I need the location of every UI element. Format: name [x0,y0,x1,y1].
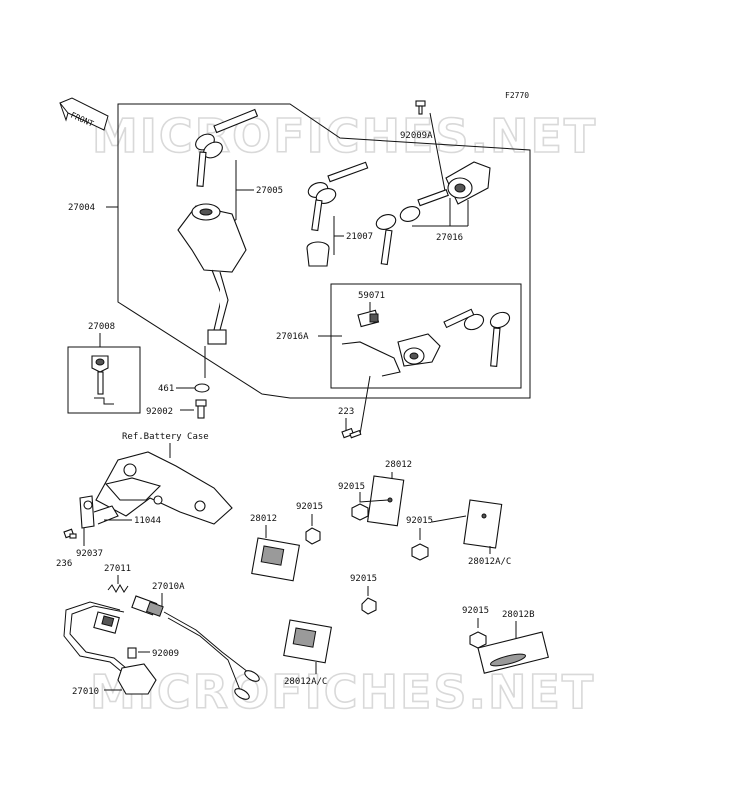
reflector-28012-top [366,475,405,527]
ref-battery-case-label: Ref.Battery Case [122,432,209,442]
nut-92015-top [351,503,369,521]
screw-92009A [415,100,426,115]
label-11044: 11044 [134,516,161,526]
label-92037: 92037 [76,549,103,559]
nut-92015-center [361,597,377,615]
screw-236 [63,528,77,539]
watermark-bottom: MICROFICHES.NET [90,665,595,719]
label-92015-top: 92015 [338,482,365,492]
clamp-11044 [79,495,119,529]
nut-92015-far [469,631,487,649]
blank-key-icon [91,355,114,405]
switch-27010 [63,601,157,695]
label-27016: 27016 [436,233,463,243]
key-pair-21007 [306,161,369,267]
reflector-28012AC-center [283,619,332,664]
lock-assembly-27016A [341,308,511,377]
label-92015-far: 92015 [462,606,489,616]
front-arrow-icon: FRONT [59,97,109,131]
seat-lock-27016 [375,161,491,266]
label-28012-top: 28012 [385,460,412,470]
label-27004: 27004 [68,203,95,213]
label-92009A: 92009A [400,131,433,141]
reflector-28012B [477,631,549,674]
nut-92015-left [305,527,321,545]
label-59071: 59071 [358,291,385,301]
label-21007: 21007 [346,232,373,242]
bolt-92002 [195,399,207,419]
label-461: 461 [158,384,174,394]
key-box-27008 [67,346,141,414]
spring-27011 [107,583,129,594]
battery-case-bracket [95,451,233,525]
diagram-code: F2770 [505,91,529,100]
label-27010: 27010 [72,687,99,697]
label-92002: 92002 [146,407,173,417]
label-92015-center: 92015 [350,574,377,584]
key-pair-27005 [195,108,259,187]
label-28012AC-right: 28012A/C [468,557,511,567]
label-27008: 27008 [88,322,115,332]
screw-223 [341,427,362,439]
ignition-switch [177,203,247,345]
label-27005: 27005 [256,186,283,196]
label-236: 236 [56,559,72,569]
label-28012B: 28012B [502,610,535,620]
switch-27010A [131,595,260,700]
reflector-28012AC-right [463,499,503,549]
watermark-top: MICROFICHES.NET [92,109,597,163]
label-27010A: 27010A [152,582,185,592]
label-92009: 92009 [152,649,179,659]
nut-92015-right [411,543,429,561]
label-27011: 27011 [104,564,131,574]
washer-461 [194,383,210,393]
label-27016A: 27016A [276,332,309,342]
label-28012AC-center: 28012A/C [284,677,327,687]
connector-59071 [357,309,380,328]
label-28012-left: 28012 [250,514,277,524]
label-92015-right: 92015 [406,516,433,526]
label-92015-left: 92015 [296,502,323,512]
kit-outline [117,103,531,399]
reflector-28012-left [251,537,300,582]
label-223: 223 [338,407,354,417]
